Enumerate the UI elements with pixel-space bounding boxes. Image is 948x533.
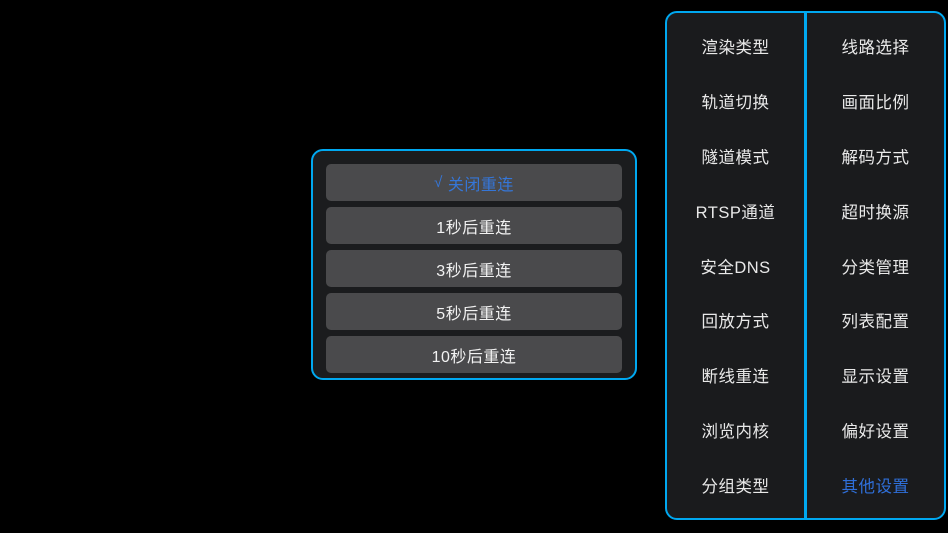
menu-item-label: 超时换源	[841, 203, 910, 222]
reconnect-option-label: 5秒后重连	[436, 305, 512, 323]
reconnect-options-list: √ 关闭重连 1秒后重连 3秒后重连 5秒后重连 10秒后重连	[326, 164, 622, 373]
menu-item-label: 分组类型	[701, 477, 770, 496]
menu-item-label: 解码方式	[841, 148, 910, 167]
menu-item-label: 分类管理	[841, 258, 910, 277]
reconnect-option-label: 3秒后重连	[436, 262, 512, 280]
menu-item-render-type[interactable]: 渲染类型	[667, 19, 804, 74]
reconnect-option-label: 1秒后重连	[436, 219, 512, 237]
menu-item-label: 浏览内核	[701, 422, 770, 441]
menu-item-label: 线路选择	[841, 39, 910, 58]
reconnect-option-label: 关闭重连	[447, 176, 514, 194]
menu-item-label: 隧道模式	[701, 148, 770, 167]
menu-item-decode-mode[interactable]: 解码方式	[807, 129, 944, 184]
menu-item-line-selection[interactable]: 线路选择	[807, 19, 944, 74]
menu-item-reconnect[interactable]: 断线重连	[667, 348, 804, 403]
settings-menu-right-column: 线路选择 画面比例 解码方式 超时换源 分类管理 列表配置 显示设置 偏好设置	[804, 13, 944, 518]
reconnect-option-3s[interactable]: 3秒后重连	[326, 250, 622, 287]
menu-item-track-switch[interactable]: 轨道切换	[667, 74, 804, 129]
reconnect-option-5s[interactable]: 5秒后重连	[326, 293, 622, 330]
reconnect-option-label: 10秒后重连	[431, 348, 517, 366]
checkmark-icon: √	[434, 174, 443, 191]
reconnect-option-1s[interactable]: 1秒后重连	[326, 207, 622, 244]
menu-item-browser-kernel[interactable]: 浏览内核	[667, 402, 804, 457]
reconnect-option-off[interactable]: √ 关闭重连	[326, 164, 622, 201]
menu-item-label: RTSP通道	[695, 203, 776, 222]
menu-item-playback-mode[interactable]: 回放方式	[667, 293, 804, 348]
menu-item-other-settings[interactable]: 其他设置	[807, 457, 944, 512]
settings-menu-panel: 渲染类型 轨道切换 隧道模式 RTSP通道 安全DNS 回放方式 断线重连 浏览…	[665, 11, 946, 520]
menu-item-aspect-ratio[interactable]: 画面比例	[807, 74, 944, 129]
menu-item-timeout-switch-source[interactable]: 超时换源	[807, 183, 944, 238]
menu-item-category-management[interactable]: 分类管理	[807, 238, 944, 293]
menu-item-label: 列表配置	[841, 313, 910, 332]
menu-item-label: 其他设置	[841, 477, 910, 496]
menu-item-list-config[interactable]: 列表配置	[807, 293, 944, 348]
menu-item-label: 轨道切换	[701, 94, 770, 113]
settings-menu-left-column: 渲染类型 轨道切换 隧道模式 RTSP通道 安全DNS 回放方式 断线重连 浏览…	[667, 13, 804, 518]
menu-item-label: 断线重连	[701, 368, 770, 387]
menu-item-preference-settings[interactable]: 偏好设置	[807, 402, 944, 457]
menu-item-tunnel-mode[interactable]: 隧道模式	[667, 129, 804, 184]
reconnect-option-10s[interactable]: 10秒后重连	[326, 336, 622, 373]
reconnect-options-dialog: √ 关闭重连 1秒后重连 3秒后重连 5秒后重连 10秒后重连	[311, 149, 637, 380]
menu-item-group-type[interactable]: 分组类型	[667, 457, 804, 512]
menu-item-label: 显示设置	[841, 368, 910, 387]
menu-item-secure-dns[interactable]: 安全DNS	[667, 238, 804, 293]
menu-item-rtsp-channel[interactable]: RTSP通道	[667, 183, 804, 238]
menu-item-display-settings[interactable]: 显示设置	[807, 348, 944, 403]
menu-item-label: 安全DNS	[700, 258, 771, 277]
menu-item-label: 渲染类型	[701, 39, 770, 58]
menu-item-label: 偏好设置	[841, 422, 910, 441]
menu-item-label: 回放方式	[701, 313, 770, 332]
menu-item-label: 画面比例	[841, 94, 910, 113]
